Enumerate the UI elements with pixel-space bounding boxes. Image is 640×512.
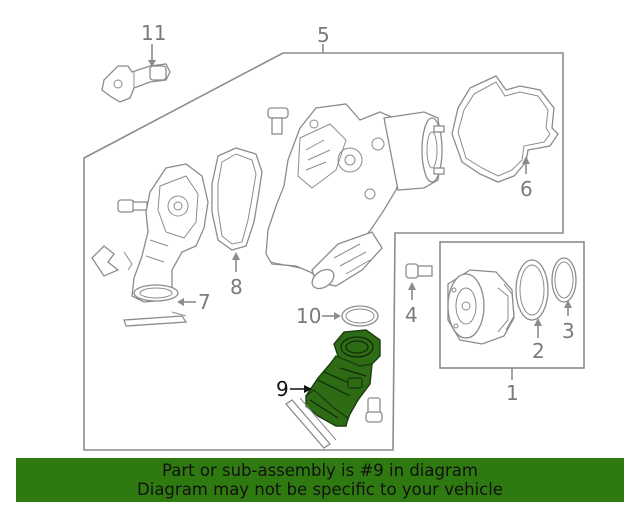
callout-10: 10 — [296, 304, 321, 328]
callout-leaders — [148, 44, 572, 393]
part-9-outlet-housing-highlighted[interactable] — [305, 329, 381, 427]
part-11-sensor[interactable] — [101, 63, 171, 103]
callout-3: 3 — [562, 319, 575, 343]
part-8-gasket[interactable] — [211, 147, 263, 251]
banner-line-2: Diagram may not be specific to your vehi… — [137, 480, 503, 499]
callout-8: 8 — [230, 275, 243, 299]
callout-4: 4 — [405, 303, 418, 327]
callout-2: 2 — [532, 339, 545, 363]
part-9-clip — [285, 397, 337, 449]
part-10-o-ring[interactable] — [341, 305, 379, 327]
part-3-o-ring[interactable] — [551, 257, 577, 303]
banner-line-1: Part or sub-assembly is #9 in diagram — [162, 461, 478, 480]
part-7-thermostat-housing[interactable] — [91, 163, 209, 327]
banner-background — [16, 458, 624, 502]
callout-1: 1 — [506, 381, 519, 405]
callout-6: 6 — [520, 177, 533, 201]
part-6-gasket[interactable] — [451, 75, 559, 183]
info-banner: Part or sub-assembly is #9 in diagram Di… — [16, 458, 624, 502]
callout-11: 11 — [141, 21, 166, 45]
part-5-housing[interactable] — [265, 103, 445, 292]
part-9-bolt — [365, 397, 383, 423]
part-1-water-pump[interactable] — [447, 269, 515, 345]
callout-5: 5 — [317, 23, 330, 47]
callout-9-highlighted: 9 — [276, 377, 289, 401]
assembly-5-outline — [83, 52, 564, 451]
callout-7: 7 — [198, 290, 211, 314]
part-4-bolt[interactable] — [405, 263, 433, 279]
part-2-ring[interactable] — [515, 259, 549, 321]
